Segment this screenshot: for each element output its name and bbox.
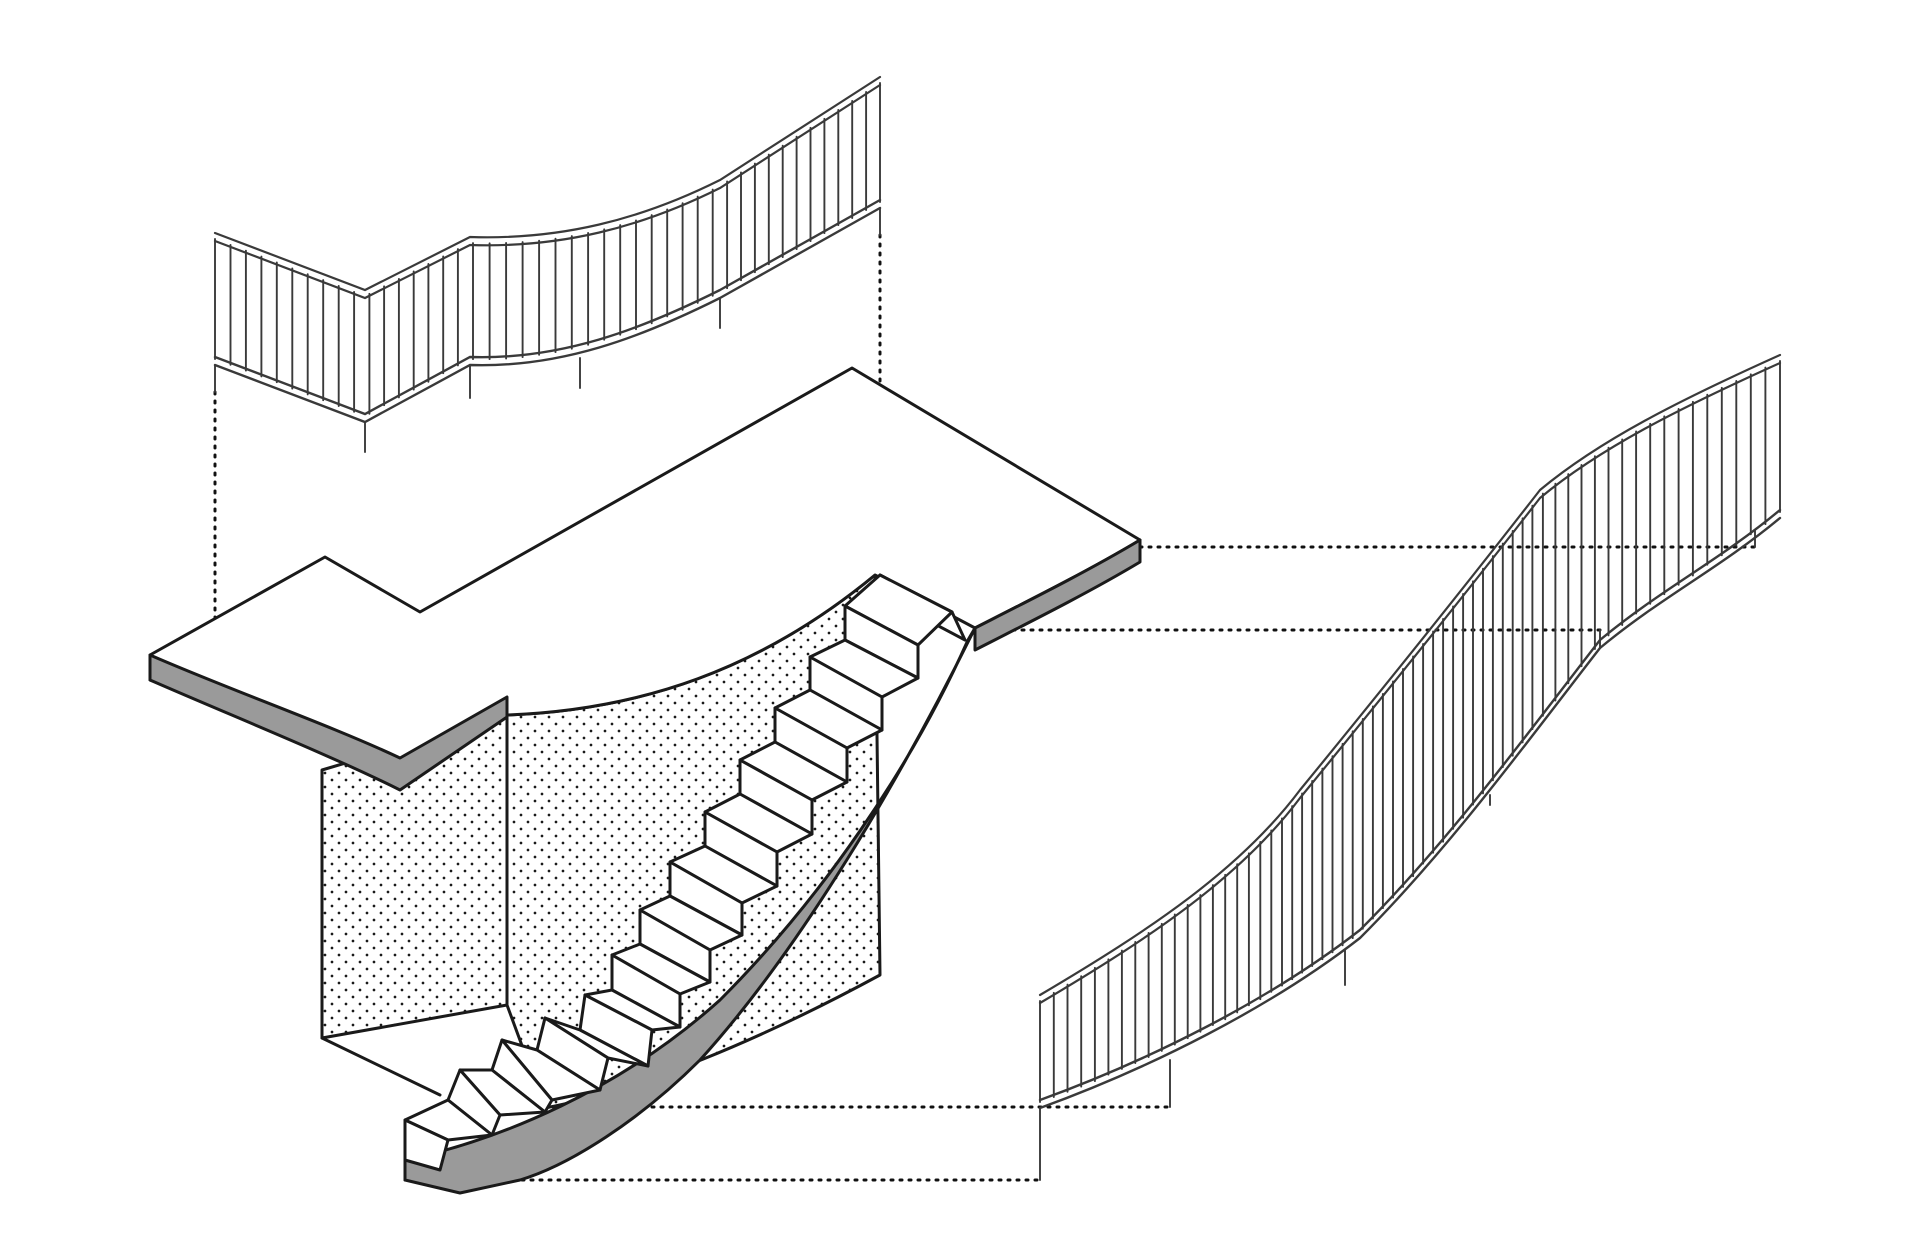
handrail-inner xyxy=(1038,361,1782,1005)
upper-landing-railing xyxy=(213,75,882,453)
bottom-step-top xyxy=(403,1118,450,1172)
bottom-rail-outer xyxy=(213,198,882,416)
upper-balusters xyxy=(214,82,881,415)
flight-balusters xyxy=(1039,360,1781,1103)
support-wall-base xyxy=(320,1036,442,1097)
stair-and-landing xyxy=(148,366,1142,1195)
stair-steps xyxy=(403,573,967,1172)
bottom-rail-outer xyxy=(1038,508,1782,1102)
bottom-rail-inner xyxy=(213,206,882,424)
handrail-inner xyxy=(213,83,882,300)
handrail-outer xyxy=(213,75,882,292)
landing-edge-face xyxy=(148,653,509,792)
bottom-rail-inner xyxy=(1038,516,1782,1110)
handrail-outer xyxy=(1038,353,1782,997)
flight-railing xyxy=(1038,353,1782,1181)
landing-edge-face-right xyxy=(973,538,1142,652)
